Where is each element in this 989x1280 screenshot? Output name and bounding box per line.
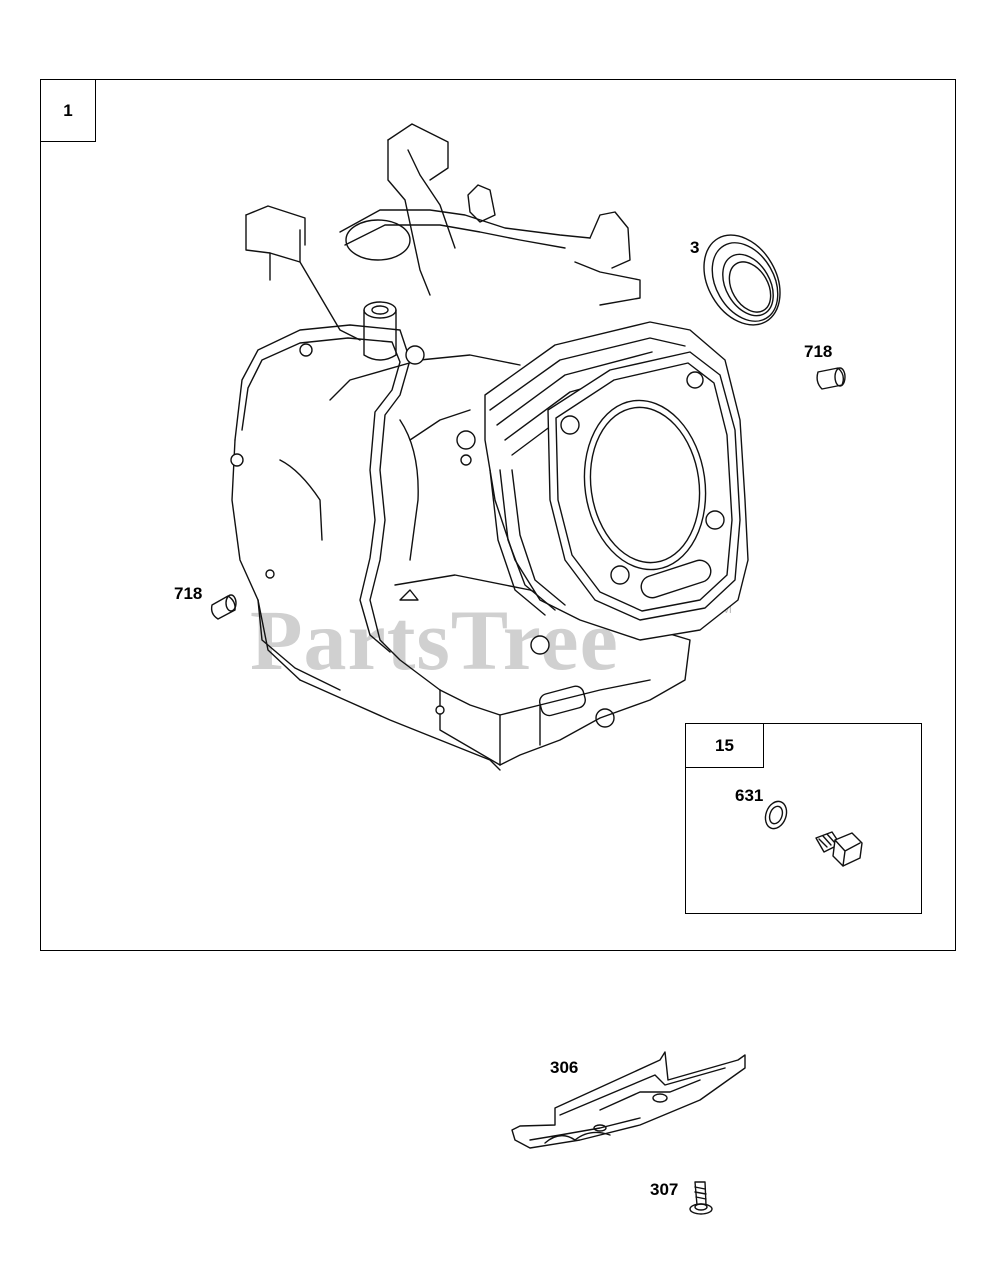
callout-washer: 631 [735, 786, 764, 805]
kit-tag-15: 15 [686, 724, 764, 768]
kit-frame-15 [685, 723, 922, 914]
callout-seal: 3 [690, 238, 700, 257]
callout-dowel-left: 718 [174, 584, 203, 603]
callout-dowel-right: 718 [804, 342, 833, 361]
assembly-frame-1 [40, 79, 956, 951]
callout-shroud: 306 [550, 1058, 579, 1077]
assembly-tag-1: 1 [41, 80, 96, 142]
callout-screw: 307 [650, 1180, 679, 1199]
